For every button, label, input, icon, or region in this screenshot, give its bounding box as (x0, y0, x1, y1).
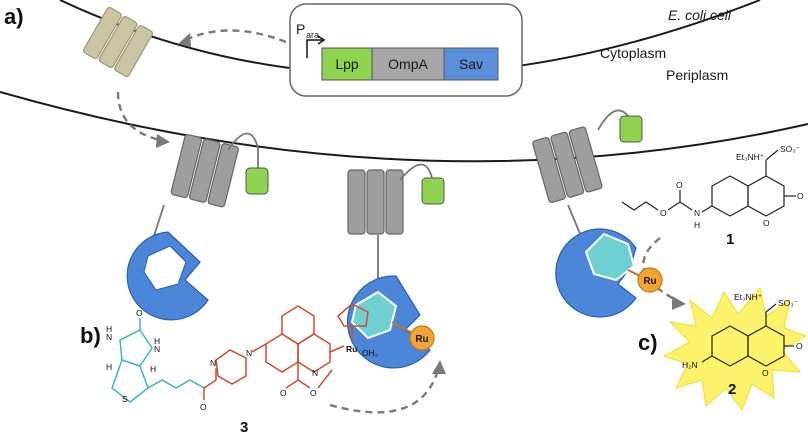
nitrogen-n: N (694, 208, 700, 218)
nitrogen-h: H (694, 220, 700, 230)
biotin-h-right: H (150, 364, 156, 374)
carbonyl-o: O (797, 191, 804, 201)
cp-ring (337, 303, 369, 327)
catalysis-arrowhead (672, 296, 686, 310)
lpp-segment (321, 47, 373, 81)
metal-label: Ru (643, 276, 656, 287)
carbamate-o: O (660, 208, 667, 218)
ring-o: O (763, 218, 770, 228)
compound-1-number: 1 (726, 231, 734, 248)
surface-display-unit-center: Ru (347, 163, 445, 369)
ruthenium-center (637, 267, 663, 293)
lpp-anchor (421, 177, 445, 205)
ester-o-carbonyl: O (280, 388, 287, 398)
biotin-nh-right-n: N (154, 344, 160, 354)
water-ligand: OH₂ (362, 348, 378, 358)
metal-label: Ru (415, 334, 428, 345)
compound-3: O S N H N H H H O N N N O O Ru (106, 303, 378, 436)
biotin-moiety: O S N H N H H H (106, 308, 205, 404)
cofactor-linker (391, 321, 415, 335)
compound-2-number: 2 (728, 381, 736, 398)
biotin-h-left: H (106, 362, 112, 372)
panel-label-b: b) (80, 323, 101, 348)
biotin-s: S (122, 394, 128, 404)
panel-label-a: a) (4, 4, 24, 29)
quinoline-n: N (312, 368, 318, 378)
export-arrow (116, 91, 161, 142)
biotin-cofactor (584, 232, 636, 282)
assembly-arrowhead (432, 360, 446, 374)
sulfonate-label: SO₃⁻ (780, 144, 801, 154)
lpp-label: Lpp (335, 56, 359, 72)
promoter-label: P (296, 21, 305, 37)
carbamate-o-top: O (676, 180, 683, 190)
cofactor-linker (627, 269, 641, 277)
surface-display-unit-right: Ru (532, 109, 663, 318)
ompa-label: OmpA (388, 56, 428, 72)
promoter-subscript: ara (306, 30, 319, 40)
translocating-barrel (82, 6, 154, 78)
promoter-arrow (306, 39, 322, 58)
sav-segment (443, 47, 499, 81)
cytoplasm-label: Cytoplasm (600, 45, 666, 61)
amide-o: O (200, 402, 207, 412)
piperazine-n: N (246, 348, 252, 358)
compound-2: SO₃⁻ Et₃NH⁺ H₂N O O 2 (662, 286, 808, 412)
cell-label: E. coli cell (668, 7, 732, 23)
surface-display-unit-apo (126, 132, 269, 321)
carbonyl-o: O (796, 341, 803, 351)
counterion-label: Et₃NH⁺ (736, 152, 765, 162)
panel-label-c: c) (638, 330, 658, 355)
counterion-label: Et₃NH⁺ (734, 292, 763, 302)
ruthenium-center (409, 325, 435, 351)
compound-3-number: 3 (240, 419, 248, 436)
amine-label: H₂N (682, 360, 698, 370)
lpp-tether (227, 132, 259, 170)
expression-arrowhead (178, 33, 191, 47)
periplasm-label: Periplasm (666, 67, 728, 83)
plasmid-construct: P ara Lpp OmpA Sav (289, 3, 523, 97)
biotin-nh-left-n: N (106, 332, 112, 342)
outer-membrane (0, 91, 808, 163)
biotin-nh-right-h: H (154, 336, 160, 346)
biotin-o: O (136, 308, 143, 318)
ru-label: Ru (346, 344, 357, 354)
amide-n: N (210, 358, 216, 368)
export-arrowhead (156, 134, 170, 148)
ester-o: O (310, 388, 317, 398)
sav-label: Sav (459, 56, 483, 72)
lpp-anchor (619, 115, 643, 143)
expression-arrow (184, 29, 287, 44)
ring-o: O (762, 368, 769, 378)
lpp-anchor (245, 167, 269, 195)
empty-binding-pocket (143, 245, 187, 291)
sulfonate-label: SO₃⁻ (778, 298, 799, 308)
biotin-nh-left-h: H (106, 324, 112, 334)
ompa-barrel (347, 169, 404, 235)
fluorescence-burst (662, 286, 808, 412)
promoter-arrowhead (317, 35, 326, 45)
compound-1: SO₃⁻ Et₃NH⁺ O O N H O O 1 (621, 144, 804, 248)
assembly-arrow (329, 369, 440, 414)
ompa-barrel (532, 126, 603, 203)
ompa-barrel (170, 133, 239, 208)
